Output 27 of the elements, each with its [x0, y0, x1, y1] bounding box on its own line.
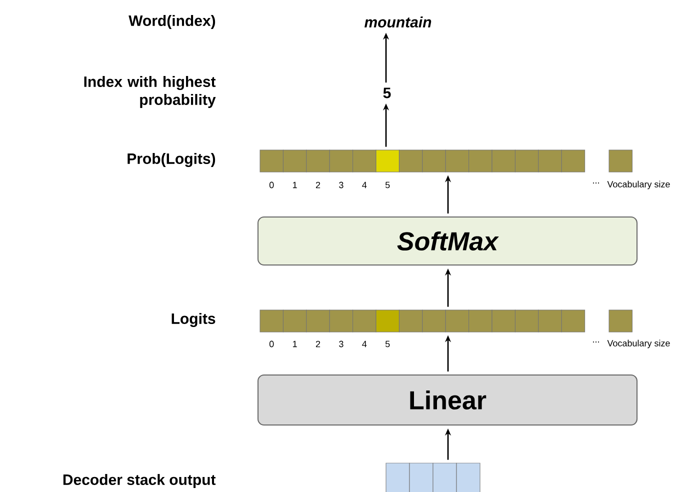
index-label: 5 [385, 182, 390, 188]
ellipsis: ... [593, 182, 599, 184]
softmax-box: SoftMax [258, 216, 638, 266]
index-label: 4 [362, 182, 367, 188]
index-label: 2 [316, 340, 320, 348]
row-label: Word(index) [128, 15, 216, 29]
index-label: 2 [316, 182, 320, 188]
row-label: Decoder stack output [63, 474, 216, 488]
index-label: 1 [293, 340, 297, 348]
vector-drawing [260, 150, 632, 172]
vector-drawing [260, 310, 632, 332]
index-label: 4 [362, 340, 367, 348]
index-label: 1 [293, 182, 297, 188]
vocabulary-size-label: Vocabulary size [607, 340, 670, 348]
index-label: 3 [339, 340, 344, 348]
row-label: Logits [172, 312, 216, 328]
vector-drawing [386, 462, 480, 492]
index-label: 5 [385, 340, 390, 348]
vocabulary-size-label: Vocabulary size [607, 180, 670, 190]
index-label: 0 [269, 340, 274, 348]
linear-box: Linear [258, 374, 638, 426]
output-word: mountain [364, 16, 432, 28]
row-label: Index with highest probability [84, 76, 216, 108]
index-label: 0 [269, 182, 274, 188]
index-label: 3 [339, 182, 344, 188]
row-label: Prob(Logits) [128, 152, 216, 168]
index-number: 5 [383, 88, 391, 98]
